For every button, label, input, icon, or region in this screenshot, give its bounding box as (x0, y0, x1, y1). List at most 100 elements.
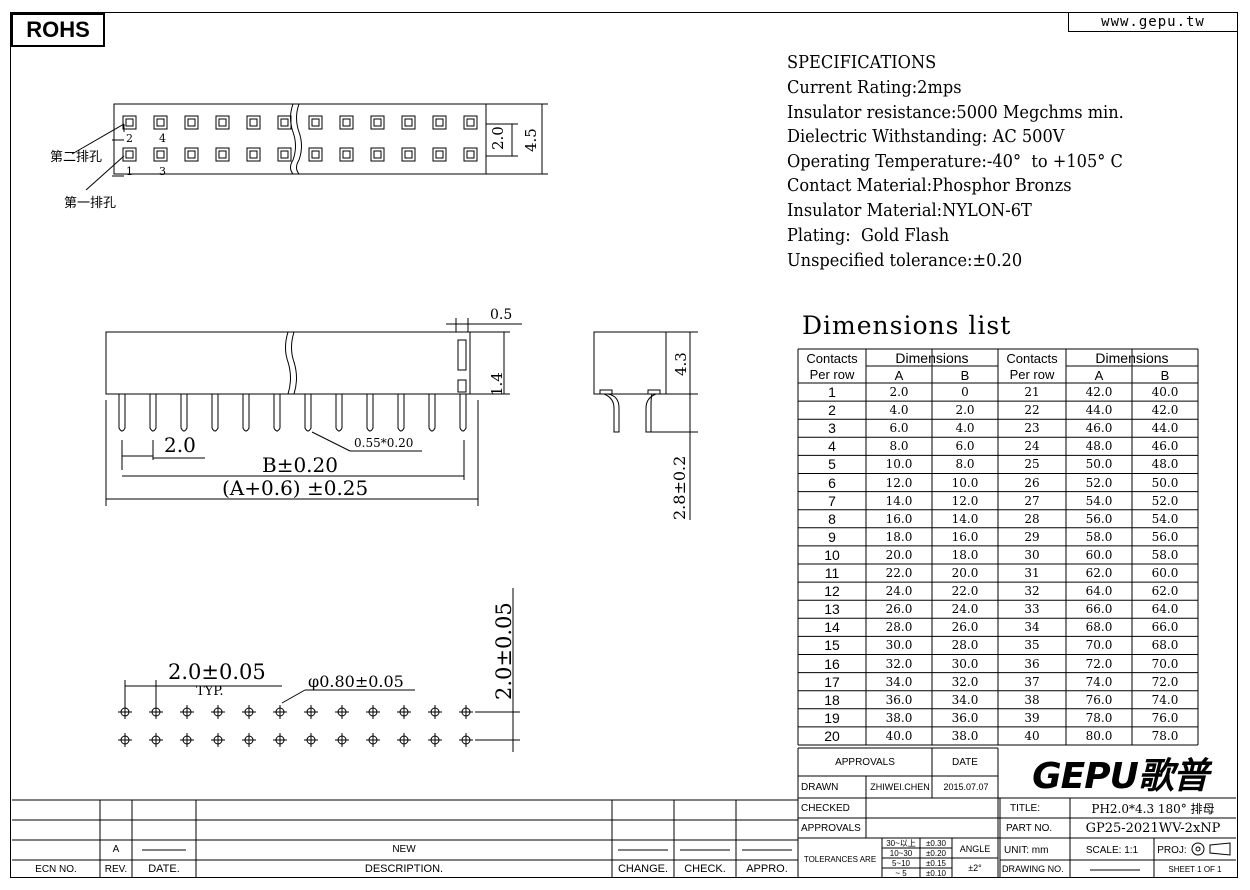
dim-2-8: 2.8±0.2 (670, 455, 689, 520)
row-contacts: 28 (1024, 511, 1040, 526)
row-dim-a: 78.0 (1085, 710, 1113, 725)
row-contacts: 17 (824, 673, 840, 690)
pin-leg (335, 394, 343, 432)
sheet-label: SHEET 1 OF 1 (1168, 864, 1222, 874)
row-dim-b: 56.0 (1151, 529, 1179, 544)
scale-label: SCALE: 1:1 (1085, 844, 1139, 856)
dim-pin-size: 0.55*0.20 (354, 436, 414, 450)
tol-value: ±0.15 (926, 858, 946, 868)
website-label: www.gepu.tw (1068, 12, 1238, 32)
row-dim-a: 60.0 (1085, 547, 1113, 562)
row-dim-a: 32.0 (885, 656, 913, 671)
part-value: GP25-2021WV-2xNP (1085, 820, 1221, 836)
row-contacts: 38 (1024, 692, 1040, 707)
contact-hole (184, 115, 199, 130)
row-dim-a: 4.0 (889, 403, 909, 418)
contact-hole-inner (249, 118, 258, 127)
row-dim-b: 8.0 (955, 457, 975, 472)
row-contacts: 2 (828, 402, 836, 419)
projection-symbol (1191, 842, 1205, 856)
row-dim-b: 40.0 (1151, 385, 1179, 400)
header-contacts: Contacts (1006, 350, 1058, 366)
check-label: CHECK. (684, 863, 726, 875)
contact-hole (215, 115, 230, 130)
spec-line: Insulator resistance:5000 Megchms min. (787, 102, 1124, 123)
row-dim-b: 46.0 (1151, 439, 1179, 454)
contact-hole (122, 115, 137, 130)
row-dim-a: 80.0 (1085, 728, 1113, 743)
row-dim-a: 56.0 (1085, 511, 1113, 526)
contact-hole-inner (156, 118, 165, 127)
title-value: PH2.0*4.3 180° 排母 (1091, 801, 1215, 816)
contact-hole-inner (249, 150, 258, 159)
row-contacts: 12 (824, 583, 840, 600)
row-dim-a: 18.0 (885, 529, 913, 544)
drawn-date: 2015.07.07 (943, 782, 989, 792)
row-contacts: 32 (1024, 584, 1040, 599)
title-label: TITLE: (1010, 802, 1041, 814)
row-dim-b: 34.0 (951, 692, 979, 707)
tol-value: ±0.30 (926, 838, 946, 848)
description-value: NEW (392, 843, 416, 855)
contact-hole-inner (125, 150, 134, 159)
hole-dim: φ0.80±0.05 (308, 672, 404, 691)
pin-leg (459, 394, 467, 432)
contact-hole (122, 147, 137, 162)
row-dim-b: 26.0 (951, 620, 979, 635)
row-dim-a: 16.0 (885, 511, 913, 526)
row-dim-b: 54.0 (1151, 511, 1179, 526)
pin-leg (366, 394, 374, 432)
contact-hole-inner (156, 150, 165, 159)
side-view-body (593, 331, 667, 395)
contact-hole-inner (342, 150, 351, 159)
contact-hole-inner (466, 118, 475, 127)
row-dim-b: 22.0 (951, 584, 979, 599)
row-dim-a: 28.0 (885, 620, 913, 635)
contact-hole (308, 115, 323, 130)
row-dim-b: 66.0 (1151, 620, 1179, 635)
pin-number: 4 (159, 132, 166, 145)
tol-value: ±0.10 (926, 868, 946, 878)
row-dim-b: 24.0 (951, 602, 979, 617)
drawing-frame (10, 12, 1238, 878)
contact-hole-inner (218, 150, 227, 159)
row-dim-b: 70.0 (1151, 656, 1179, 671)
tol-range: 30~以上 (886, 838, 916, 848)
contact-hole-inner (404, 150, 413, 159)
row2-label: 第二排孔 (50, 150, 103, 165)
pin-leg (273, 394, 281, 432)
row-contacts: 31 (1024, 566, 1040, 581)
row-contacts: 10 (824, 546, 840, 563)
row-dim-a: 50.0 (1085, 457, 1113, 472)
contact-hole (308, 147, 323, 162)
header-per-row: Per row (1009, 366, 1055, 382)
row-dim-a: 48.0 (1085, 439, 1113, 454)
row-dim-b: 2.0 (955, 403, 975, 418)
dim-4-3: 4.3 (672, 352, 690, 376)
contact-hole (339, 115, 354, 130)
row-contacts: 19 (824, 709, 840, 726)
gepu-logo: GEPU歌普 (1032, 756, 1209, 796)
row-contacts: 3 (828, 420, 836, 437)
row-dim-a: 22.0 (885, 566, 913, 581)
change-label: CHANGE. (617, 863, 669, 875)
row-dim-a: 62.0 (1085, 566, 1113, 581)
pin-leg (304, 394, 312, 432)
contact-hole-inner (280, 118, 289, 127)
pcb-pitch: 2.0±0.05 (168, 660, 266, 684)
checked-label: CHECKED (801, 802, 850, 814)
part-label: PART NO. (1006, 822, 1053, 834)
row-dim-a: 70.0 (1085, 638, 1113, 653)
spec-line: Dielectric Withstanding: AC 500V (787, 126, 1065, 147)
row-dim-b: 48.0 (1151, 457, 1179, 472)
row-contacts: 11 (824, 565, 840, 582)
row-dim-a: 14.0 (885, 493, 913, 508)
row-dim-b: 78.0 (1151, 728, 1179, 743)
row-dim-b: 32.0 (951, 674, 979, 689)
projection-symbol (1209, 842, 1231, 856)
row-dim-b: 4.0 (955, 421, 975, 436)
row-dim-a: 6.0 (889, 421, 909, 436)
row-dim-a: 58.0 (1085, 529, 1113, 544)
row-contacts: 33 (1024, 602, 1040, 617)
